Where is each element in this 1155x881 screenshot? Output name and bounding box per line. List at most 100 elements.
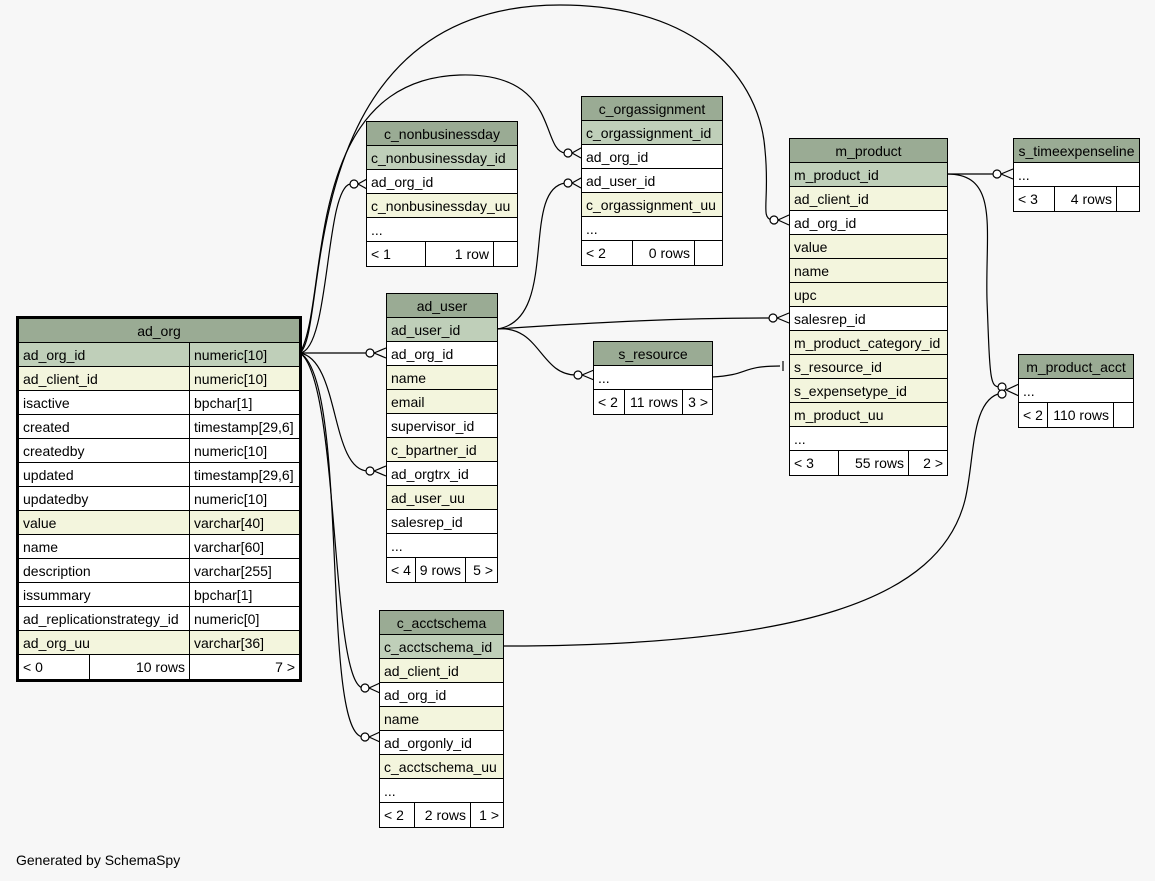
column-row[interactable]: ... [1019,379,1133,403]
column-name: createdby [23,442,85,459]
column-name: ad_orgonly_id [384,734,472,751]
crowfoot-marker [777,214,790,226]
column-row[interactable]: ad_orgtrx_id [387,462,497,486]
column-name: name [384,710,420,727]
column-row[interactable]: value [790,235,947,259]
column-row[interactable]: salesrep_id [387,510,497,534]
column-row[interactable]: name [387,366,497,390]
column-name: name [23,538,59,555]
column-row[interactable]: email [387,390,497,414]
column-row[interactable]: m_product_id [790,163,947,187]
column-row[interactable]: salesrep_id [790,307,947,331]
column-type: numeric[10] [189,367,299,390]
column-row[interactable]: c_orgassignment_uu [582,193,722,217]
column-row[interactable]: ad_org_id [582,145,722,169]
edge-ad-org-m-product [299,4,773,354]
zero-or-more-marker [349,179,359,189]
column-row[interactable]: ... [582,217,722,241]
column-row[interactable]: c_nonbusinessday_id [367,146,517,170]
table-header: s_timeexpenseline [1014,139,1139,163]
crowfoot-marker [571,147,582,159]
crowfoot-marker [368,731,381,743]
parents-count: < 0 [23,659,43,675]
children-count [1113,403,1133,427]
column-row[interactable]: ad_client_id [380,659,503,683]
column-type: varchar[40] [189,511,299,534]
column-row[interactable]: ... [790,427,947,451]
column-row[interactable]: supervisor_id [387,414,497,438]
column-row[interactable]: s_expensetype_id [790,379,947,403]
column-row[interactable]: name [380,707,503,731]
column-row[interactable]: upc [790,283,947,307]
table-title: m_product_acct [1026,358,1126,375]
table-title: c_acctschema [396,614,487,631]
children-count [493,242,517,266]
parents-count: < 2 [384,807,404,823]
column-type: bpchar[1] [189,391,299,414]
zero-or-more-marker [360,683,370,693]
column-row[interactable]: c_orgassignment_id [582,121,722,145]
row-count: 9 rows [415,558,465,582]
column-row[interactable]: ad_orgonly_id [380,731,503,755]
zero-or-more-marker [573,370,583,380]
column-row[interactable]: c_bpartner_id [387,438,497,462]
column-row[interactable]: s_resource_id [790,355,947,379]
zero-or-more-marker [563,148,573,158]
row-count: 11 rows [624,390,682,414]
column-row[interactable]: ad_user_uu [387,486,497,510]
column-row[interactable]: ad_org_id [790,211,947,235]
column-row[interactable]: ad_org_id [387,342,497,366]
column-row[interactable]: ... [380,779,503,803]
column-row[interactable]: ad_org_id [380,683,503,707]
column-type: numeric[10] [189,343,299,366]
column-row[interactable]: ... [594,366,712,390]
column-row[interactable]: c_acctschema_id [380,635,503,659]
column-row[interactable]: ad_user_id [387,318,497,342]
column-type: varchar[36] [189,631,299,654]
column-row[interactable]: ... [1014,163,1139,187]
column-name: ... [1018,166,1030,183]
column-row[interactable]: ad_org_id [367,170,517,194]
column-row[interactable]: m_product_uu [790,403,947,427]
parents-count: < 2 [586,245,606,261]
column-row[interactable]: ad_client_id [790,187,947,211]
column-type: timestamp[29,6] [189,415,299,438]
column-row[interactable]: m_product_category_id [790,331,947,355]
column-row[interactable]: ... [387,534,497,558]
column-name: c_nonbusinessday_uu [371,197,511,214]
children-count: 5 > [465,558,497,582]
column-row[interactable]: ... [367,218,517,242]
zero-or-more-marker [992,169,1002,179]
column-row[interactable]: c_acctschema_uu [380,755,503,779]
column-row[interactable]: c_nonbusinessday_uu [367,194,517,218]
column-row[interactable]: name [790,259,947,283]
row-count: 0 rows [632,241,694,265]
column-row[interactable]: ad_user_id [582,169,722,193]
